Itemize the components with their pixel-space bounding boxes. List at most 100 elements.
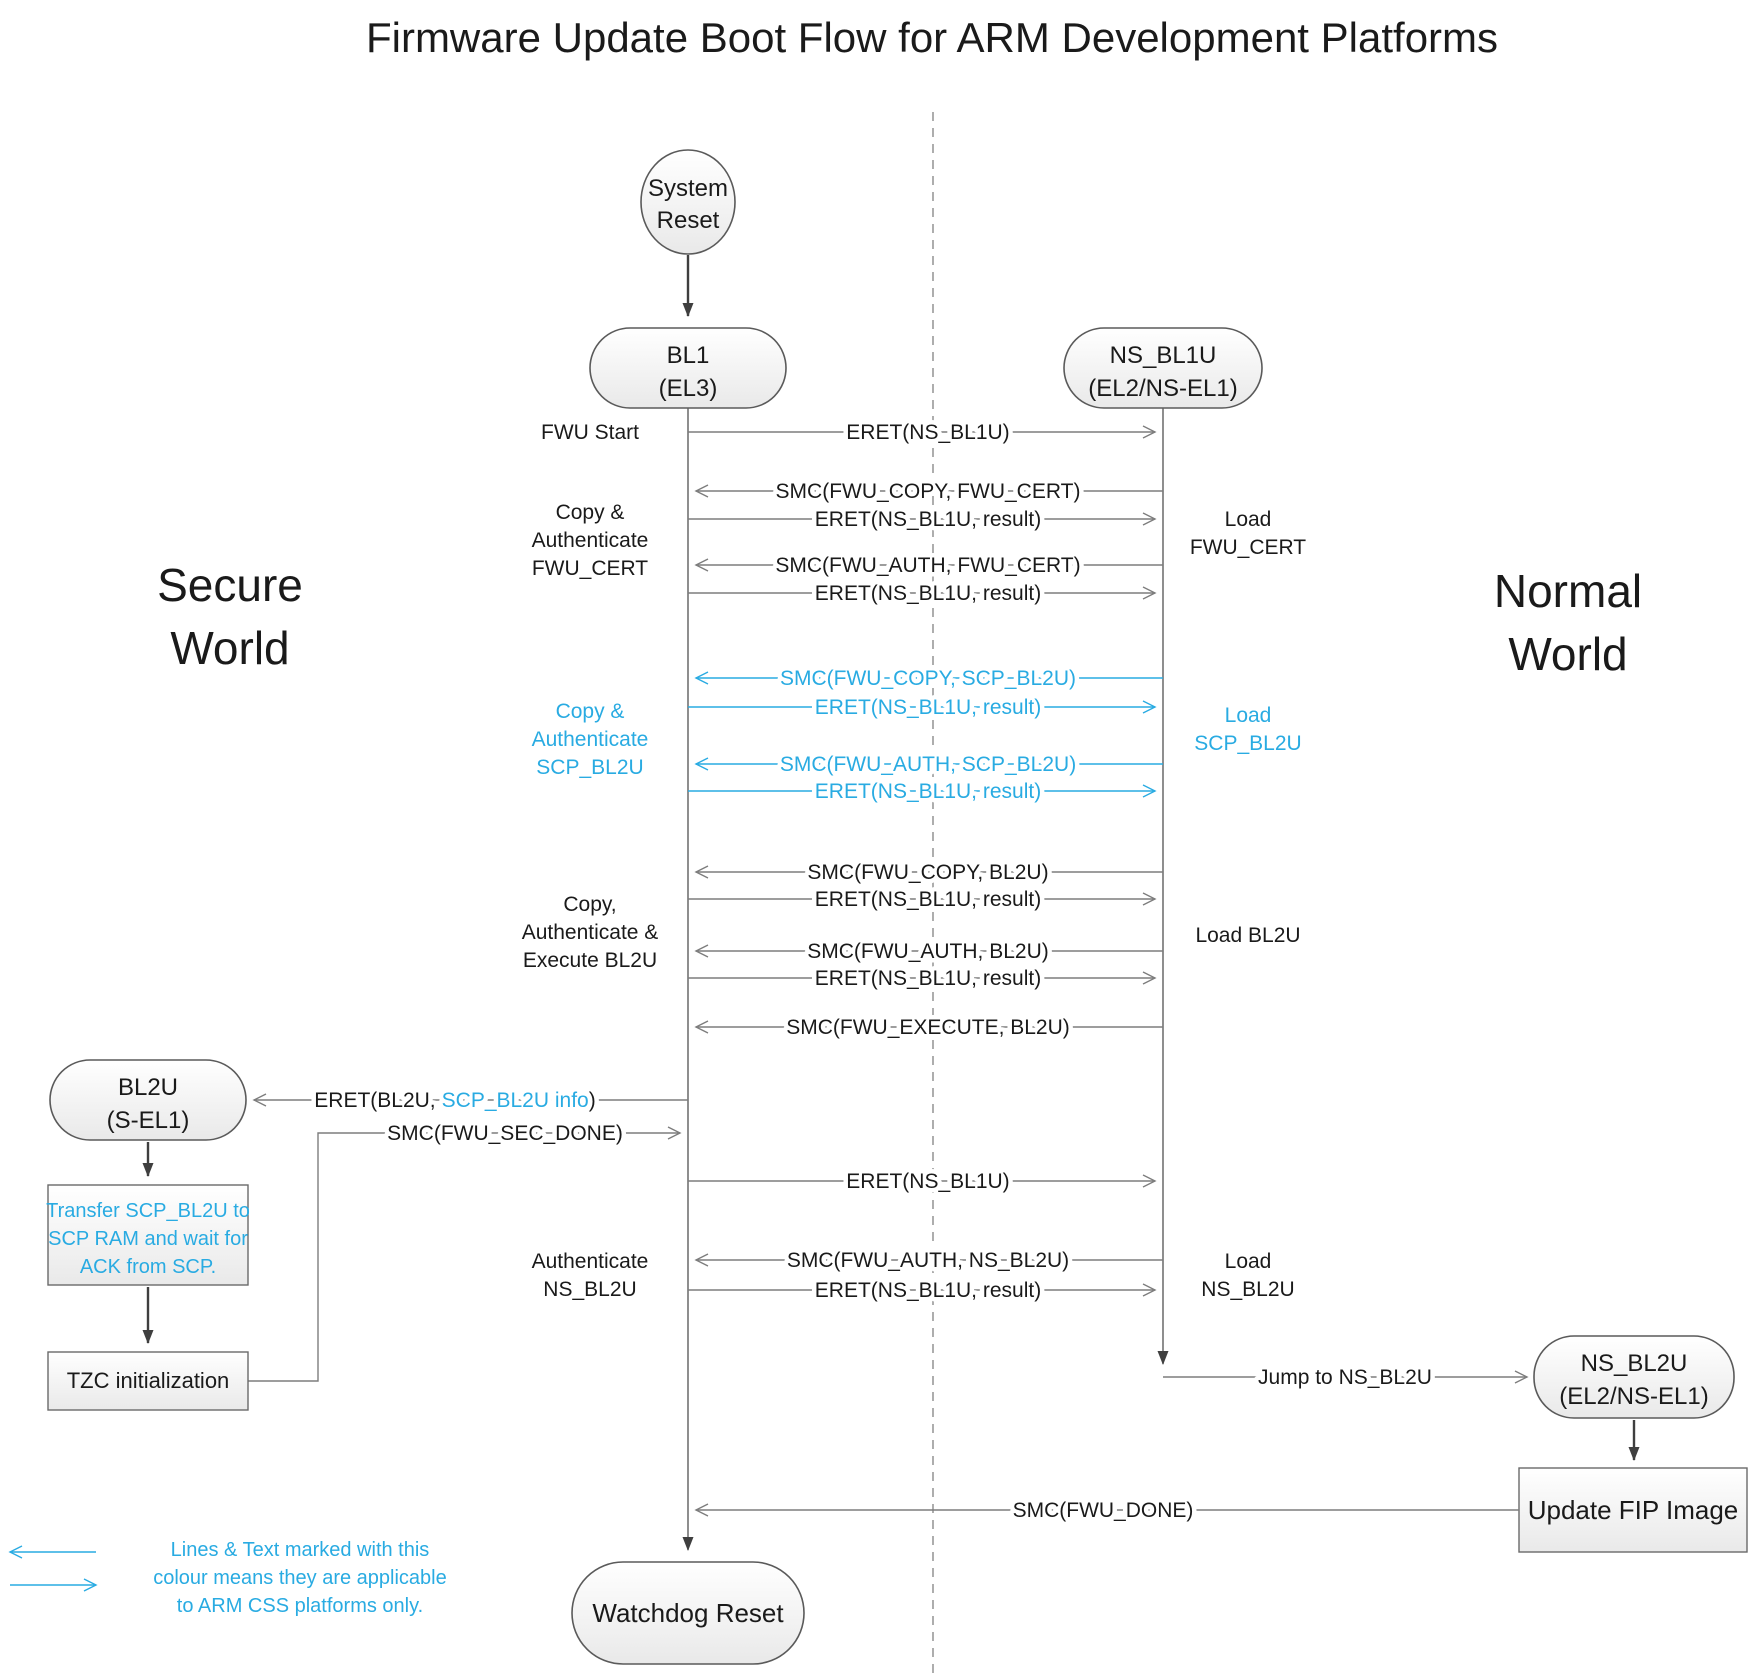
svg-text:(EL2/NS-EL1): (EL2/NS-EL1)	[1088, 375, 1237, 402]
svg-text:Copy &: Copy &	[556, 700, 625, 723]
svg-text:FWU_CERT: FWU_CERT	[532, 557, 648, 580]
svg-text:ACK from SCP.: ACK from SCP.	[80, 1256, 216, 1278]
label-load-scp-bl2u: Load SCP_BL2U	[1194, 704, 1301, 755]
bl1-node: BL1 (EL3)	[589, 327, 787, 409]
label-copy-auth-scp-bl2u: Copy & Authenticate SCP_BL2U	[532, 700, 649, 779]
svg-text:FWU_CERT: FWU_CERT	[1190, 536, 1306, 559]
svg-text:Normal: Normal	[1494, 565, 1642, 617]
svg-text:NS_BL2U: NS_BL2U	[1201, 1278, 1294, 1301]
msg-smc-fwu-sec-done: SMC(FWU_SEC_DONE)	[248, 1118, 682, 1382]
msg-smc-auth-ns-bl2u: SMC(FWU_AUTH, NS_BL2U)	[694, 1245, 1163, 1277]
msg-smc-auth-fwu-cert: SMC(FWU_AUTH, FWU_CERT)	[694, 550, 1163, 582]
tzc-init-box: TZC initialization	[47, 1351, 249, 1411]
svg-text:Copy,: Copy,	[563, 893, 616, 916]
svg-text:SMC(FWU_EXECUTE, BL2U): SMC(FWU_EXECUTE, BL2U)	[786, 1016, 1070, 1039]
svg-text:SMC(FWU_AUTH, FWU_CERT): SMC(FWU_AUTH, FWU_CERT)	[775, 554, 1080, 577]
msg-smc-copy-bl2u: SMC(FWU_COPY, BL2U)	[694, 857, 1163, 889]
svg-text:SMC(FWU_COPY, FWU_CERT): SMC(FWU_COPY, FWU_CERT)	[776, 480, 1081, 503]
msg-eret-result-4: ERET(NS_BL1U, result)	[688, 963, 1157, 995]
svg-text:NS_BL2U: NS_BL2U	[543, 1278, 636, 1301]
ns-bl2u-node: NS_BL2U (EL2/NS-EL1)	[1533, 1335, 1735, 1419]
svg-text:World: World	[1508, 628, 1627, 680]
update-fip-box: Update FIP Image	[1518, 1467, 1748, 1553]
svg-text:SMC(FWU_COPY, BL2U): SMC(FWU_COPY, BL2U)	[807, 861, 1048, 884]
svg-text:ERET(NS_BL1U, result): ERET(NS_BL1U, result)	[815, 508, 1041, 531]
svg-text:SMC(FWU_COPY, SCP_BL2U): SMC(FWU_COPY, SCP_BL2U)	[780, 667, 1076, 690]
label-authenticate-ns-bl2u: Authenticate NS_BL2U	[532, 1250, 649, 1301]
msg-eret-result-1: ERET(NS_BL1U, result)	[688, 504, 1157, 536]
system-reset-node: System Reset	[640, 149, 736, 255]
svg-text:BL1: BL1	[667, 342, 710, 369]
svg-text:Transfer SCP_BL2U to: Transfer SCP_BL2U to	[46, 1200, 250, 1222]
msg-eret-result-3: ERET(NS_BL1U, result)	[688, 884, 1157, 916]
svg-text:ERET(BL2U,SCP_BL2U info): ERET(BL2U,SCP_BL2U info)	[314, 1089, 595, 1112]
svg-text:Load: Load	[1225, 704, 1272, 727]
msg-eret-ns-bl1u-2: ERET(NS_BL1U)	[688, 1166, 1157, 1198]
svg-text:ERET(NS_BL1U): ERET(NS_BL1U)	[846, 1170, 1009, 1193]
svg-text:Reset: Reset	[657, 207, 720, 234]
msg-eret-result-5: ERET(NS_BL1U, result)	[688, 1275, 1157, 1307]
svg-text:TZC initialization: TZC initialization	[67, 1368, 230, 1393]
msg-smc-fwu-done: SMC(FWU_DONE)	[694, 1495, 1519, 1527]
svg-text:SMC(FWU_AUTH, BL2U): SMC(FWU_AUTH, BL2U)	[807, 940, 1049, 963]
svg-text:Jump to NS_BL2U: Jump to NS_BL2U	[1258, 1366, 1432, 1389]
svg-text:SCP RAM and wait for: SCP RAM and wait for	[48, 1228, 248, 1250]
msg-eret-ns-bl1u-start: ERET(NS_BL1U)	[688, 417, 1157, 449]
msg-eret-result-2: ERET(NS_BL1U, result)	[688, 578, 1157, 610]
svg-text:SMC(FWU_SEC_DONE): SMC(FWU_SEC_DONE)	[387, 1122, 623, 1145]
watchdog-reset-node: Watchdog Reset	[571, 1561, 805, 1665]
svg-text:Authenticate: Authenticate	[532, 529, 649, 552]
svg-text:Authenticate: Authenticate	[532, 728, 649, 751]
legend: Lines & Text marked with this colour mea…	[8, 1539, 447, 1617]
diagram-title: Firmware Update Boot Flow for ARM Develo…	[366, 14, 1498, 61]
transfer-scp-box: Transfer SCP_BL2U to SCP RAM and wait fo…	[46, 1184, 250, 1286]
msg-smc-copy-scp-bl2u: SMC(FWU_COPY, SCP_BL2U)	[694, 663, 1163, 695]
svg-text:ERET(NS_BL1U, result): ERET(NS_BL1U, result)	[815, 696, 1041, 719]
svg-text:ERET(NS_BL1U, result): ERET(NS_BL1U, result)	[815, 967, 1041, 990]
svg-text:System: System	[648, 175, 728, 202]
svg-text:SMC(FWU_DONE): SMC(FWU_DONE)	[1013, 1499, 1194, 1522]
secure-world-label: Secure World	[157, 559, 303, 674]
label-load-bl2u: Load BL2U	[1195, 924, 1300, 947]
label-load-fwu-cert: Load FWU_CERT	[1190, 508, 1306, 559]
label-load-ns-bl2u: Load NS_BL2U	[1201, 1250, 1294, 1301]
svg-text:Watchdog Reset: Watchdog Reset	[592, 1598, 784, 1628]
svg-text:Authenticate &: Authenticate &	[522, 921, 659, 944]
svg-text:ERET(NS_BL1U): ERET(NS_BL1U)	[846, 421, 1009, 444]
msg-jump-to-ns-bl2u: Jump to NS_BL2U	[1163, 1362, 1529, 1394]
svg-text:SCP_BL2U: SCP_BL2U	[536, 756, 643, 779]
svg-text:Authenticate: Authenticate	[532, 1250, 649, 1273]
svg-text:SCP_BL2U: SCP_BL2U	[1194, 732, 1301, 755]
svg-text:Secure: Secure	[157, 559, 303, 611]
svg-text:(S-EL1): (S-EL1)	[107, 1107, 190, 1134]
label-fwu-start: FWU Start	[541, 421, 639, 444]
msg-smc-auth-bl2u: SMC(FWU_AUTH, BL2U)	[694, 936, 1163, 968]
normal-world-label: Normal World	[1494, 565, 1642, 680]
svg-text:Copy &: Copy &	[556, 501, 625, 524]
label-copy-auth-fwu-cert: Copy & Authenticate FWU_CERT	[532, 501, 649, 580]
label-copy-auth-exec-bl2u: Copy, Authenticate & Execute BL2U	[522, 893, 659, 972]
svg-text:SMC(FWU_AUTH, SCP_BL2U): SMC(FWU_AUTH, SCP_BL2U)	[780, 753, 1076, 776]
msg-smc-copy-fwu-cert: SMC(FWU_COPY, FWU_CERT)	[694, 476, 1163, 508]
svg-text:ERET(NS_BL1U, result): ERET(NS_BL1U, result)	[815, 888, 1041, 911]
msg-eret-result-scp-2: ERET(NS_BL1U, result)	[688, 776, 1157, 808]
svg-text:ERET(NS_BL1U, result): ERET(NS_BL1U, result)	[815, 582, 1041, 605]
svg-text:ERET(NS_BL1U, result): ERET(NS_BL1U, result)	[815, 780, 1041, 803]
svg-text:ERET(NS_BL1U, result): ERET(NS_BL1U, result)	[815, 1279, 1041, 1302]
msg-eret-result-scp-1: ERET(NS_BL1U, result)	[688, 692, 1157, 724]
svg-text:Load: Load	[1225, 1250, 1272, 1273]
svg-text:to ARM CSS platforms only.: to ARM CSS platforms only.	[177, 1595, 423, 1617]
svg-text:Lines & Text marked with this: Lines & Text marked with this	[171, 1539, 430, 1561]
svg-text:BL2U: BL2U	[118, 1074, 178, 1101]
svg-text:World: World	[170, 622, 289, 674]
svg-text:NS_BL1U: NS_BL1U	[1110, 342, 1217, 369]
svg-text:Execute BL2U: Execute BL2U	[523, 949, 657, 972]
ns-bl1u-node: NS_BL1U (EL2/NS-EL1)	[1063, 327, 1263, 409]
bl2u-node: BL2U (S-EL1)	[49, 1059, 247, 1141]
svg-text:SMC(FWU_AUTH, NS_BL2U): SMC(FWU_AUTH, NS_BL2U)	[787, 1249, 1069, 1272]
svg-text:(EL3): (EL3)	[659, 375, 718, 402]
msg-smc-execute-bl2u: SMC(FWU_EXECUTE, BL2U)	[694, 1012, 1163, 1044]
msg-smc-auth-scp-bl2u: SMC(FWU_AUTH, SCP_BL2U)	[694, 749, 1163, 781]
svg-text:NS_BL2U: NS_BL2U	[1581, 1350, 1688, 1377]
